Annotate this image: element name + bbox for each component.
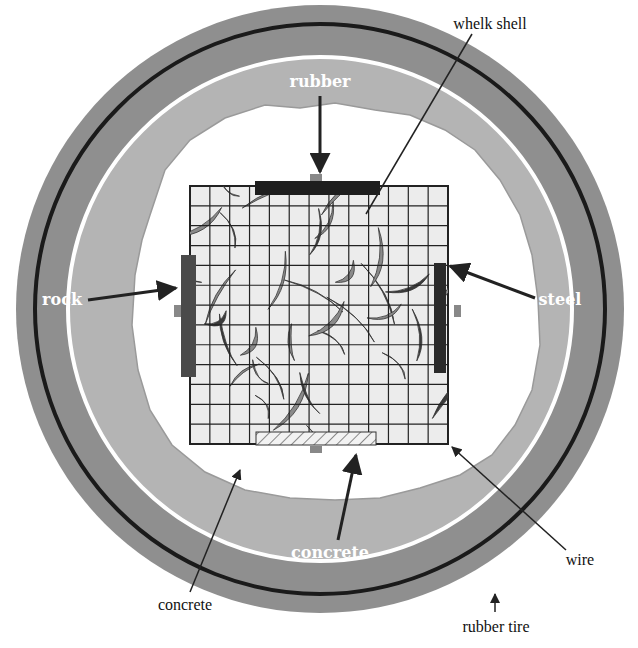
plate-tab	[310, 446, 322, 453]
wire-strand	[190, 344, 448, 345]
tire-ring	[16, 5, 624, 613]
leader-line	[452, 447, 566, 550]
concrete-inner	[132, 103, 540, 500]
shell-stroke	[327, 297, 375, 342]
wire-strand	[289, 186, 290, 444]
whelk-shells	[190, 186, 448, 444]
wire-strand	[408, 186, 409, 444]
wire-strand	[229, 186, 230, 444]
concrete-plate	[256, 432, 376, 445]
wire-strand	[308, 186, 309, 444]
material-label: concrete	[291, 544, 369, 562]
shell-stroke	[335, 260, 354, 282]
leader-line	[366, 34, 472, 214]
leader-line	[88, 288, 176, 300]
leader-line	[338, 455, 356, 540]
material-label: rock	[42, 291, 82, 309]
shell-stroke	[230, 364, 259, 386]
wire-strand	[190, 404, 448, 405]
part-label: concrete	[158, 596, 212, 614]
shell-stroke	[385, 274, 429, 293]
wire-strand	[190, 225, 448, 226]
wire-cage	[190, 186, 448, 444]
leader-line	[190, 470, 240, 592]
wire-strand	[269, 186, 270, 444]
shell-stroke	[318, 331, 345, 355]
shell-stroke	[315, 202, 334, 239]
wire-mesh	[190, 186, 448, 444]
tire-line	[35, 24, 605, 594]
wire-strand	[190, 324, 448, 325]
shell-stroke	[300, 373, 320, 414]
part-label: whelk shell	[453, 15, 526, 33]
shell-stroke	[309, 301, 344, 335]
wire-strand	[388, 186, 389, 444]
shell-stroke	[204, 311, 226, 326]
wire-strand	[190, 384, 448, 385]
wire-strand	[190, 304, 448, 305]
shell-stroke	[190, 207, 222, 236]
wire-strand	[190, 245, 448, 246]
shell-stroke	[367, 304, 401, 319]
steel-plate	[434, 263, 446, 373]
shell-stroke	[268, 251, 286, 309]
rock-plate	[181, 255, 196, 377]
part-label: wire	[566, 551, 594, 569]
wire-strand	[249, 186, 250, 444]
shell-stroke	[432, 373, 448, 418]
wire-strand	[190, 285, 448, 286]
plate-tab	[454, 305, 461, 317]
shell-stroke	[220, 212, 236, 248]
leader-line	[450, 266, 535, 298]
shell-stroke	[273, 373, 308, 430]
material-label: rubber	[289, 73, 350, 91]
plate-tab	[310, 174, 322, 181]
wire-strand	[209, 186, 210, 444]
shell-stroke	[253, 360, 269, 384]
wire-strand	[190, 364, 448, 365]
shell-stroke	[255, 395, 269, 418]
wire-strand	[328, 186, 329, 444]
part-label: rubber tire	[462, 618, 529, 636]
wire-strand	[190, 205, 448, 206]
wire-strand	[348, 186, 349, 444]
leader-line	[494, 594, 496, 612]
shell-stroke	[412, 309, 422, 361]
leader-line	[319, 96, 322, 172]
shell-stroke	[382, 353, 405, 379]
rubber-plate	[255, 181, 380, 195]
wire-strand	[428, 186, 429, 444]
plate-tab	[174, 305, 181, 317]
material-label: steel	[539, 291, 582, 309]
concrete-ring	[68, 57, 572, 561]
shell-stroke	[310, 208, 322, 254]
wire-strand	[190, 265, 448, 266]
shell-stroke	[256, 357, 283, 399]
shell-stroke	[371, 228, 383, 287]
wire-strand	[368, 186, 369, 444]
wire-strand	[190, 424, 448, 425]
